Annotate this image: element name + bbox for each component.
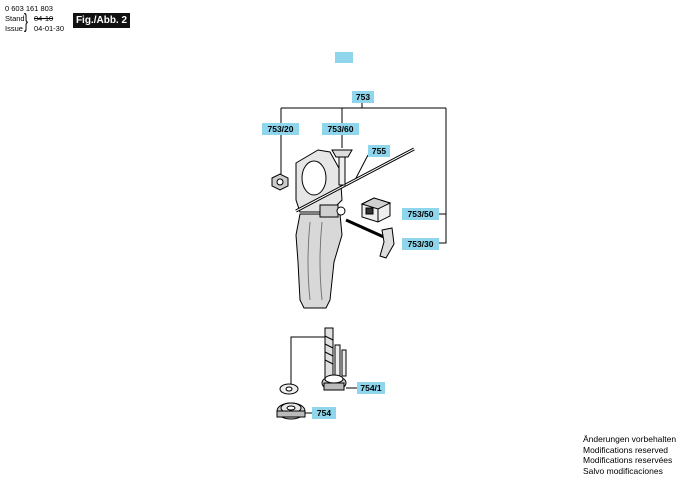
callout-753-20: 753/20 bbox=[262, 123, 299, 135]
notice-line-en: Modifications reserved bbox=[583, 444, 669, 455]
callout-755: 755 bbox=[368, 145, 390, 157]
issue-label: Issue bbox=[5, 24, 23, 33]
callout-753: 753 bbox=[352, 91, 374, 103]
issue-date: 04-01-30 bbox=[34, 24, 65, 33]
clamp-screw bbox=[345, 218, 395, 259]
blank-callout-tag bbox=[335, 52, 353, 63]
modifications-notice: Änderungen vorbehalten Modifications res… bbox=[583, 434, 676, 476]
callout-753-30: 753/30 bbox=[402, 238, 439, 250]
figure-label: Fig./Abb. 2 bbox=[73, 13, 130, 28]
stand-label: Stand bbox=[5, 14, 25, 23]
hex-nut bbox=[271, 173, 289, 191]
stand-date: 04-10 bbox=[34, 14, 54, 23]
callout-754: 754 bbox=[312, 407, 336, 419]
callout-753-50: 753/50 bbox=[402, 208, 439, 220]
leader-lines bbox=[280, 103, 447, 414]
handle-assembly bbox=[295, 149, 346, 309]
part-number: 0 603 161 803 bbox=[5, 4, 53, 13]
washer-nut bbox=[276, 383, 306, 420]
callout-754-1: 754/1 bbox=[357, 382, 385, 394]
notice-line-de: Änderungen vorbehalten bbox=[583, 434, 677, 444]
notice-line-es: Salvo modificaciones bbox=[583, 465, 663, 476]
wing-screw bbox=[331, 149, 353, 186]
notice-line-fr: Modifications reservées bbox=[583, 455, 673, 465]
clamp-block bbox=[360, 197, 392, 223]
callout-753-60: 753/60 bbox=[322, 123, 359, 135]
depth-stop-rod bbox=[295, 147, 415, 213]
bolt-assembly bbox=[321, 327, 347, 391]
brace-glyph: } bbox=[24, 11, 29, 33]
